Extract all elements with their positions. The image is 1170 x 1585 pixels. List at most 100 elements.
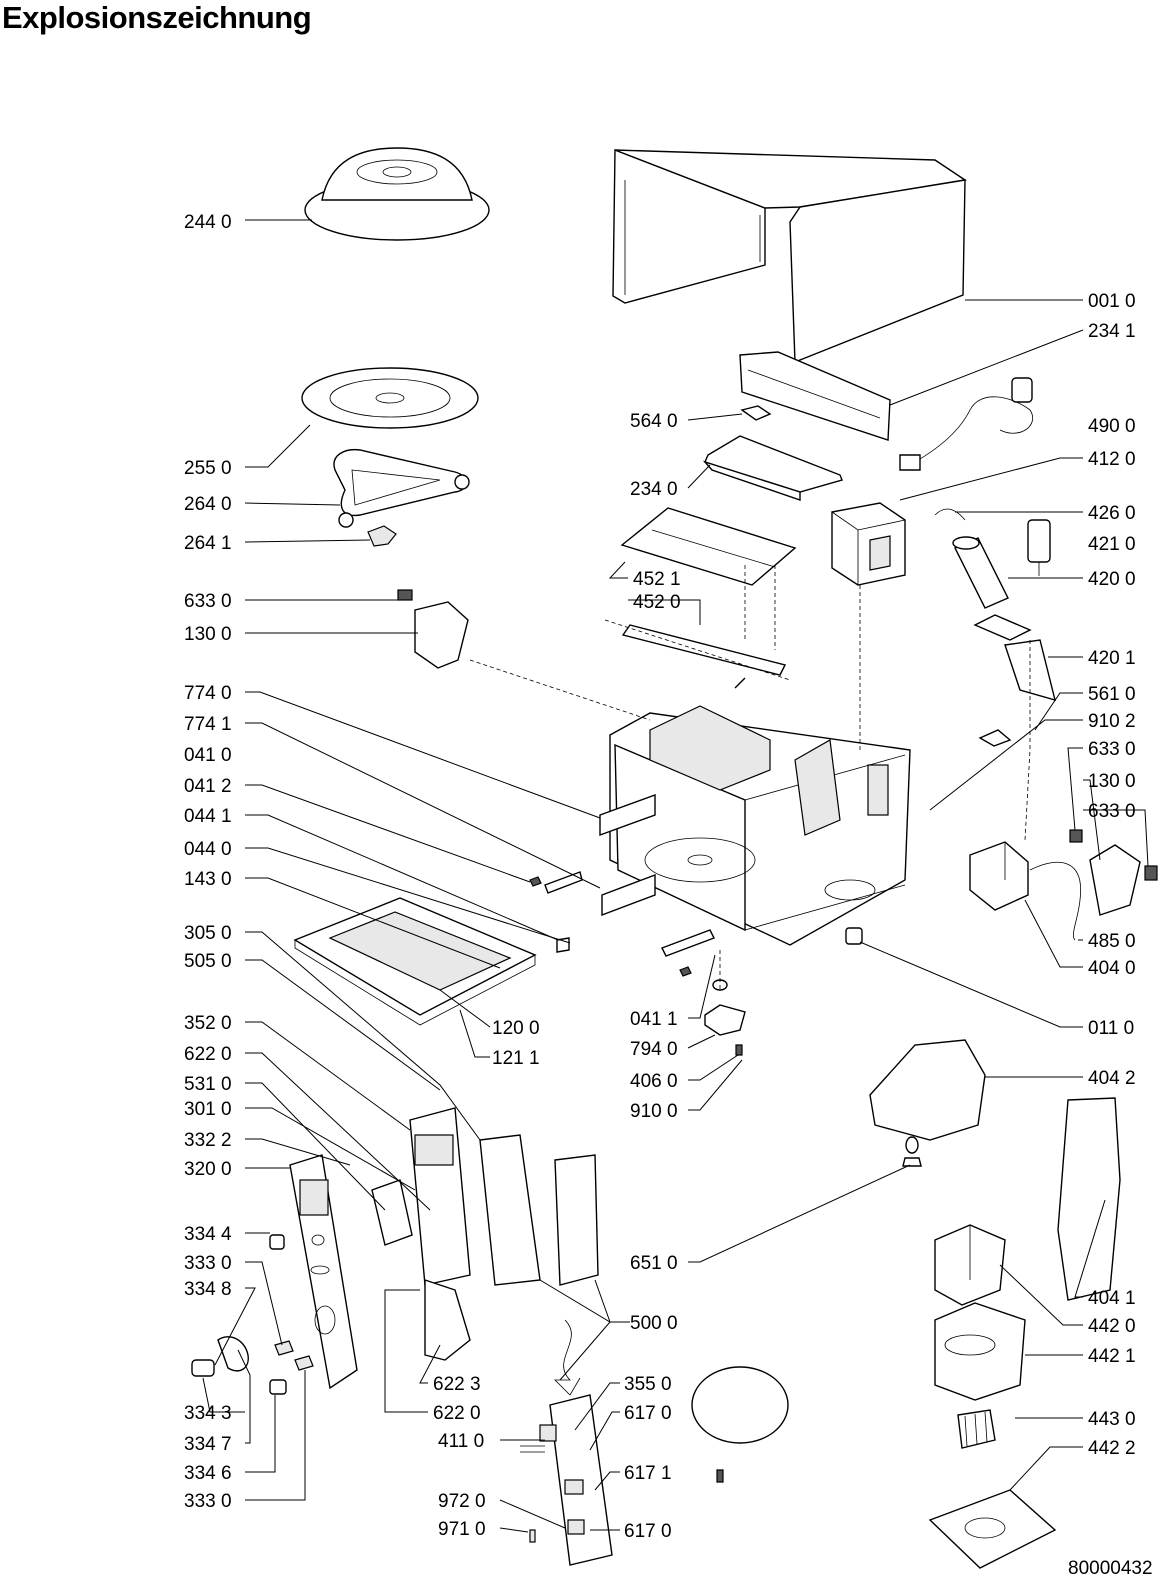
label-334-3: 334 3 [184, 1403, 232, 1424]
label-404-0: 404 0 [1088, 958, 1136, 979]
label-774-0: 774 0 [184, 683, 232, 704]
label-041-2: 041 2 [184, 776, 232, 797]
part-small-latch [556, 937, 570, 953]
part-mica-box [702, 435, 843, 501]
part-waveguide-cover [739, 351, 891, 441]
part-screw-1 [529, 876, 542, 887]
label-622-3: 622 3 [433, 1374, 481, 1395]
label-001-0: 001 0 [1088, 291, 1136, 312]
label-130-0-right: 130 0 [1088, 771, 1136, 792]
label-264-0: 264 0 [184, 494, 232, 515]
label-130-0-left: 130 0 [184, 624, 232, 645]
label-412-0: 412 0 [1088, 449, 1136, 470]
part-turntable-plate [301, 367, 479, 429]
part-outer-casing [612, 148, 967, 364]
part-air-duct [869, 1039, 986, 1141]
label-334-8: 334 8 [184, 1279, 232, 1300]
part-power-cord [899, 377, 1033, 471]
label-264-1: 264 1 [184, 533, 232, 554]
part-pcb-411 [520, 1394, 613, 1566]
part-knob-assembly [191, 1336, 314, 1395]
label-505-0: 505 0 [184, 951, 232, 972]
label-651-0: 651 0 [630, 1253, 678, 1274]
part-knob-small [269, 1234, 285, 1250]
label-234-0: 234 0 [630, 479, 678, 500]
label-234-1: 234 1 [1088, 321, 1136, 342]
part-hinge-plate-bottom [601, 873, 656, 917]
label-411-0: 411 0 [438, 1431, 484, 1452]
label-320-0: 320 0 [184, 1159, 232, 1180]
label-121-1: 121 1 [492, 1048, 540, 1069]
part-fan-housing [934, 1224, 1006, 1306]
label-485-0: 485 0 [1088, 931, 1136, 952]
label-972-0: 972 0 [438, 1491, 486, 1512]
part-latch [544, 871, 583, 894]
alignment-lines [469, 565, 1031, 990]
label-041-0: 041 0 [184, 745, 232, 766]
label-633-0-right: 633 0 [1088, 739, 1136, 760]
label-794-0: 794 0 [630, 1039, 678, 1060]
label-617-0-bottom: 617 0 [624, 1521, 672, 1542]
label-143-0: 143 0 [184, 869, 232, 890]
label-531-0: 531 0 [184, 1074, 232, 1095]
label-301-0: 301 0 [184, 1099, 232, 1120]
label-442-0: 442 0 [1088, 1316, 1136, 1337]
part-lamp-cover [620, 507, 797, 586]
part-clip [740, 405, 772, 421]
label-622-0-top: 622 0 [184, 1044, 232, 1065]
label-044-1: 044 1 [184, 806, 232, 827]
label-305-0: 305 0 [184, 923, 232, 944]
part-bracket [973, 614, 1056, 702]
label-255-0: 255 0 [184, 458, 232, 479]
part-switch-right [1069, 829, 1158, 916]
label-244-0: 244 0 [184, 212, 232, 233]
drawing-number: 80000432 [1068, 1558, 1153, 1579]
part-turntable-motor [704, 979, 746, 1056]
part-bottom-hinge [661, 929, 715, 957]
label-334-7: 334 7 [184, 1434, 232, 1455]
part-transformer [831, 502, 906, 586]
part-duct-tall [1057, 1097, 1121, 1301]
part-561 [978, 729, 1012, 747]
label-452-1: 452 1 [633, 569, 681, 590]
part-roller-ring [333, 448, 470, 528]
label-564-0: 564 0 [630, 411, 678, 432]
part-332-bracket [371, 1179, 413, 1246]
label-332-2: 332 2 [184, 1130, 232, 1151]
label-617-1: 617 1 [624, 1463, 672, 1484]
label-500-0: 500 0 [630, 1313, 678, 1334]
part-hv-capacitor [952, 536, 1009, 609]
label-120-0: 120 0 [492, 1018, 540, 1039]
label-910-0: 910 0 [630, 1101, 678, 1122]
label-442-1: 442 1 [1088, 1346, 1136, 1367]
label-910-2: 910 2 [1088, 711, 1136, 732]
label-420-0: 420 0 [1088, 569, 1136, 590]
part-foot [845, 927, 863, 945]
label-426-0: 426 0 [1088, 503, 1136, 524]
label-971-0: 971 0 [438, 1519, 486, 1540]
label-011-0: 011 0 [1088, 1018, 1134, 1039]
label-490-0: 490 0 [1088, 416, 1136, 437]
label-406-0: 406 0 [630, 1071, 678, 1092]
label-561-0: 561 0 [1088, 684, 1136, 705]
part-control-panel [289, 1154, 358, 1390]
part-diode [934, 508, 966, 521]
part-blower [934, 1302, 1026, 1401]
part-door [293, 897, 537, 1026]
label-452-0: 452 0 [633, 592, 681, 613]
label-334-4: 334 4 [184, 1224, 232, 1245]
label-633-0-right-2: 633 0 [1088, 801, 1136, 822]
label-333-0-top: 333 0 [184, 1253, 232, 1274]
label-333-0-bottom: 333 0 [184, 1491, 232, 1512]
part-heating-tube [621, 624, 787, 689]
part-arrow [554, 1319, 581, 1396]
part-bracket-622 [424, 1279, 471, 1361]
part-screw-2 [679, 966, 692, 977]
part-lamp [902, 1136, 922, 1167]
label-420-1: 420 1 [1088, 648, 1136, 669]
label-443-0: 443 0 [1088, 1409, 1136, 1430]
part-fuse [529, 1529, 536, 1543]
label-622-0-bottom: 622 0 [433, 1403, 481, 1424]
part-dome-cover [304, 147, 490, 241]
